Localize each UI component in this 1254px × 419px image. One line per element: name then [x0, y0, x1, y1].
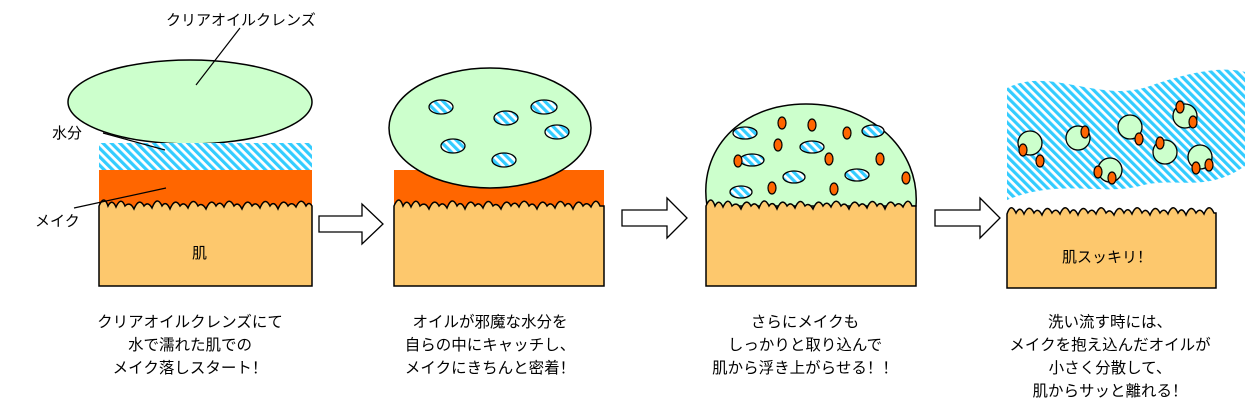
caption-step-4: 洗い流す時には、 メイクを抱え込んだオイルが 小さく分散して、 肌からサッと離れ… [1009, 313, 1211, 400]
skin-block [705, 199, 917, 287]
panel-3 [705, 103, 917, 287]
water-layer [99, 143, 312, 170]
skin-clean-label: 肌スッキリ！ [1062, 248, 1153, 266]
arrow-right-icon [318, 202, 384, 246]
oil-cleanser-ellipse [67, 59, 313, 145]
cleanser-label: クリアオイルクレンズ [166, 11, 316, 29]
makeup-particles [733, 116, 911, 196]
panel-4 [1006, 69, 1245, 289]
water-leader-line [102, 132, 166, 151]
arrow-right-icon [621, 196, 688, 240]
skin-label: 肌 [192, 244, 208, 262]
panel-2 [388, 67, 605, 287]
makeup-particles [1018, 100, 1214, 185]
caption-step-3: さらにメイクも しっかりと取り込んで 肌から浮き上がらせる！！ [712, 313, 898, 377]
panel-1 [67, 27, 313, 287]
caption-step-1: クリアオイルクレンズにて 水で濡れた肌での メイク落しスタート！ [97, 313, 283, 377]
makeup-layer [99, 170, 312, 208]
oil-cleanser-ellipse [388, 67, 592, 189]
water-droplets [729, 124, 885, 199]
arrow-right-icon [934, 196, 1001, 240]
skin-block [98, 199, 313, 287]
makeup-leader-line [73, 187, 167, 209]
cleanser-leader-line [195, 27, 241, 86]
water-label: 水分 [52, 124, 83, 142]
makeup-label: メイク [35, 212, 80, 230]
skin-block [393, 199, 605, 287]
caption-step-2: オイルが邪魔な水分を 自らの中にキャッチし、 メイクにきちんと密着！ [404, 313, 576, 377]
skin-block [1006, 207, 1217, 289]
water-droplets [428, 99, 570, 168]
